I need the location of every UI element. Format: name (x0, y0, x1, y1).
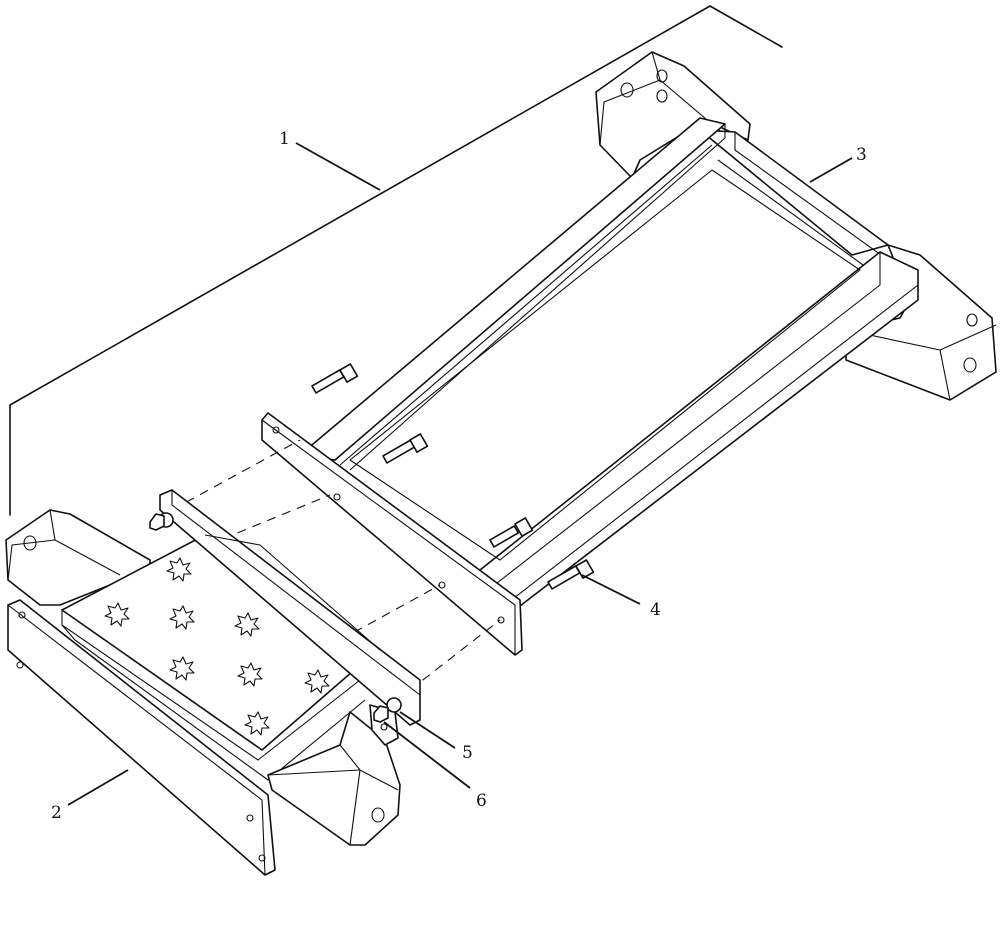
leader-5 (399, 711, 456, 749)
bolt-4 (547, 559, 595, 590)
nut-upper (149, 512, 174, 531)
bolts (311, 363, 595, 590)
fasteners (149, 512, 402, 723)
leader-6 (383, 721, 471, 789)
callout-labels: 1 2 3 4 5 6 (51, 129, 867, 823)
assembly-bracket (9, 5, 783, 516)
bolt-1 (311, 363, 359, 394)
leader-1 (295, 142, 381, 191)
front-assembly (5, 489, 421, 876)
callout-2: 2 (51, 803, 62, 823)
bolt-3 (489, 517, 534, 548)
callout-1: 1 (279, 129, 290, 149)
leader-2 (67, 769, 129, 806)
callout-6: 6 (476, 791, 487, 811)
mounting-plate (261, 412, 523, 656)
nut-lower (373, 697, 402, 723)
rear-frame (299, 51, 997, 607)
leader-4 (581, 574, 641, 605)
leader-3 (809, 157, 853, 183)
step-holes (104, 557, 330, 736)
callout-3: 3 (856, 145, 867, 165)
callout-5: 5 (462, 743, 473, 763)
bolt-2 (382, 433, 429, 464)
leader-lines (67, 142, 853, 806)
callout-4: 4 (650, 600, 661, 620)
